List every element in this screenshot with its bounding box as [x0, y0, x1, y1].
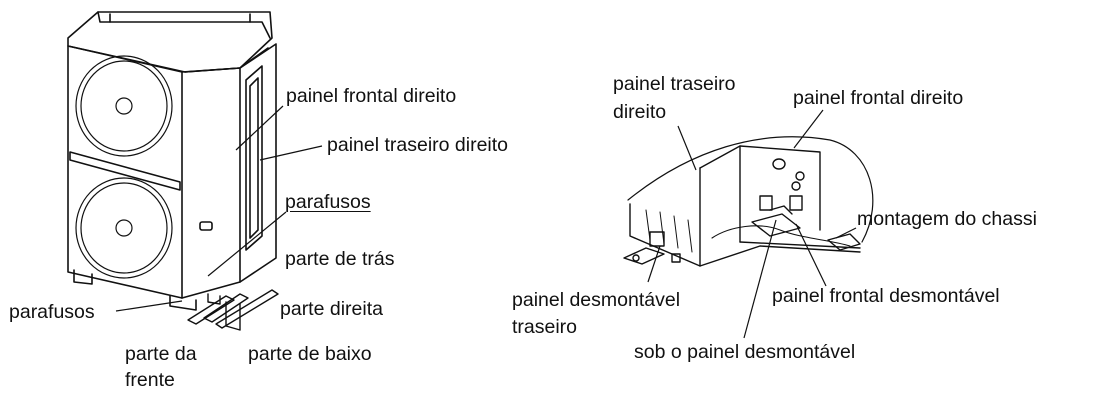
label-under-removable-panel: sob o painel desmontável [634, 341, 856, 363]
leader-screws-left [115, 300, 183, 312]
fan-grille-bottom [75, 177, 173, 279]
leader-removable-rear-panel [647, 245, 661, 283]
label-back-side: parte de trás [285, 248, 395, 270]
leader-screws-right [207, 211, 287, 277]
label-bottom-side: parte de baixo [248, 343, 372, 365]
label-rear-right-panel-line1: painel traseiro [613, 73, 736, 95]
leader-front-right-panel [235, 105, 284, 151]
label-rear-right-panel-left: painel traseiro direito [327, 134, 509, 156]
leader-chassis-mount [835, 227, 857, 239]
cutaway-boundary [627, 136, 874, 243]
chassis-floor [699, 241, 861, 267]
leader-rear-right-panel [259, 145, 323, 161]
label-chassis-mount: montagem do chassi [857, 208, 1037, 230]
unit-right-side [181, 43, 277, 299]
piping [187, 289, 279, 331]
label-front-right-panel-left: painel frontal direito [286, 85, 457, 107]
label-front-side-line1: parte da [125, 343, 197, 365]
label-removable-rear-panel-line2: traseiro [512, 316, 578, 338]
fan-grille-top [75, 55, 173, 157]
label-front-side-line2: frente [125, 369, 175, 391]
leader-under-removable-panel [743, 219, 777, 339]
label-front-right-panel-right: painel frontal direito [793, 87, 964, 109]
leader-removable-front-panel [795, 223, 827, 287]
label-right-side: parte direita [280, 298, 383, 320]
label-screws-right: parafusos [285, 191, 371, 213]
leader-rear-right-panel-right [677, 125, 697, 171]
label-rear-right-panel-line2: direito [613, 101, 667, 123]
label-removable-rear-panel-line1: painel desmontável [512, 289, 681, 311]
label-screws-left: parafusos [9, 301, 95, 323]
leader-front-right-panel-right [793, 109, 824, 149]
label-removable-front-panel: painel frontal desmontável [772, 285, 1000, 307]
